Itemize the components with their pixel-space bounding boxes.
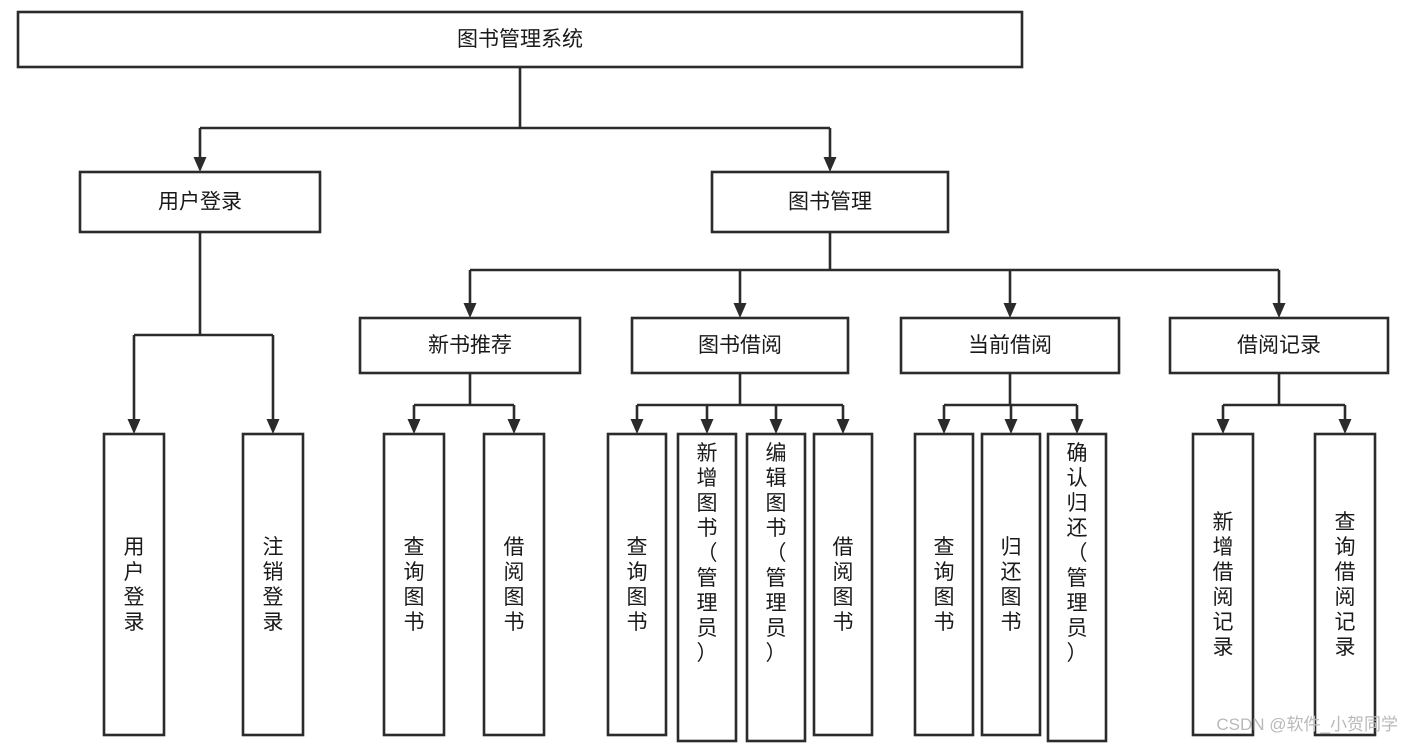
- node-leaf-rec-query-record-box[interactable]: [1313, 432, 1377, 737]
- connectors-layer: [127, 67, 1352, 434]
- arrow-head-icon: [836, 419, 850, 434]
- node-leaf-rec-add-record-label: 新增借阅记录: [1213, 511, 1234, 659]
- arrow-head-icon: [937, 419, 951, 434]
- arrow-head-icon: [733, 303, 747, 318]
- node-book-manage-box[interactable]: [710, 170, 950, 234]
- node-leaf-borrow-lend-book-label: 借阅图书: [833, 536, 854, 634]
- node-user-login-label: 用户登录: [158, 191, 242, 214]
- arrow-head-icon: [1070, 419, 1084, 434]
- node-leaf-user-login-box[interactable]: [102, 432, 166, 737]
- node-current-borrow-label: 当前借阅: [968, 334, 1052, 357]
- node-leaf-borrow-add-book-box[interactable]: [676, 432, 738, 743]
- node-current-borrow-box[interactable]: [899, 316, 1121, 375]
- node-leaf-borrow-edit-book[interactable]: 编辑图书（管理员）: [745, 432, 807, 743]
- node-book-borrow-label: 图书借阅: [698, 334, 782, 357]
- node-leaf-borrow-query-book-label: 查询图书: [627, 536, 648, 634]
- node-leaf-rec-borrow-book-box[interactable]: [482, 432, 546, 737]
- arrow-head-icon: [823, 157, 837, 172]
- node-leaf-cur-return-book-box[interactable]: [980, 432, 1042, 737]
- node-leaf-borrow-edit-book-box[interactable]: [745, 432, 807, 743]
- node-book-manage[interactable]: 图书管理: [710, 170, 950, 234]
- node-current-borrow[interactable]: 当前借阅: [899, 316, 1121, 375]
- node-new-book-rec-label: 新书推荐: [428, 334, 512, 357]
- node-leaf-user-logout-box[interactable]: [241, 432, 305, 737]
- arrow-head-icon: [507, 419, 521, 434]
- arrow-head-icon: [769, 419, 783, 434]
- node-leaf-cur-query-book-label: 查询图书: [934, 536, 955, 634]
- node-user-login-box[interactable]: [78, 170, 322, 234]
- node-leaf-user-logout-label: 注销登录: [263, 536, 284, 634]
- node-leaf-rec-borrow-book[interactable]: 借阅图书: [482, 432, 546, 737]
- node-leaf-borrow-edit-book-label: 编辑图书（管理员）: [766, 442, 787, 665]
- node-root[interactable]: 图书管理系统: [16, 10, 1024, 69]
- node-leaf-cur-query-book-box[interactable]: [913, 432, 975, 737]
- node-leaf-cur-return-book-label: 归还图书: [1001, 536, 1022, 634]
- node-leaf-rec-query-record[interactable]: 查询借阅记录: [1313, 432, 1377, 737]
- node-leaf-borrow-lend-book[interactable]: 借阅图书: [812, 432, 874, 737]
- arrow-head-icon: [193, 157, 207, 172]
- arrow-head-icon: [630, 419, 644, 434]
- arrow-head-icon: [127, 419, 141, 434]
- arrow-head-icon: [463, 303, 477, 318]
- node-leaf-rec-query-record-label: 查询借阅记录: [1335, 511, 1356, 659]
- arrow-head-icon: [1004, 419, 1018, 434]
- arrow-head-icon: [407, 419, 421, 434]
- node-leaf-user-logout[interactable]: 注销登录: [241, 432, 305, 737]
- node-borrow-record-label: 借阅记录: [1237, 334, 1321, 357]
- node-leaf-cur-confirm-return-box[interactable]: [1046, 432, 1108, 743]
- arrow-head-icon: [266, 419, 280, 434]
- node-leaf-borrow-query-book-box[interactable]: [606, 432, 668, 737]
- node-leaf-user-login[interactable]: 用户登录: [102, 432, 166, 737]
- node-book-borrow-box[interactable]: [630, 316, 850, 375]
- nodes-layer: 图书管理系统用户登录图书管理新书推荐图书借阅当前借阅借阅记录用户登录注销登录查询…: [16, 10, 1390, 743]
- node-leaf-borrow-add-book-label: 新增图书（管理员）: [697, 442, 718, 665]
- node-book-borrow[interactable]: 图书借阅: [630, 316, 850, 375]
- node-user-login[interactable]: 用户登录: [78, 170, 322, 234]
- node-root-box[interactable]: [16, 10, 1024, 69]
- csdn-watermark: CSDN @软件_小贺同学: [1216, 715, 1398, 734]
- arrow-head-icon: [1272, 303, 1286, 318]
- arrow-head-icon: [700, 419, 714, 434]
- arrow-head-icon: [1338, 419, 1352, 434]
- node-new-book-rec[interactable]: 新书推荐: [358, 316, 582, 375]
- node-leaf-rec-query-book-label: 查询图书: [404, 536, 425, 634]
- node-book-manage-label: 图书管理: [788, 191, 872, 214]
- node-leaf-rec-add-record[interactable]: 新增借阅记录: [1191, 432, 1255, 737]
- node-root-label: 图书管理系统: [457, 28, 583, 51]
- node-borrow-record[interactable]: 借阅记录: [1168, 316, 1390, 375]
- node-leaf-user-login-label: 用户登录: [124, 536, 145, 634]
- node-leaf-cur-confirm-return[interactable]: 确认归还（管理员）: [1046, 432, 1108, 743]
- node-leaf-borrow-query-book[interactable]: 查询图书: [606, 432, 668, 737]
- node-leaf-cur-query-book[interactable]: 查询图书: [913, 432, 975, 737]
- node-leaf-borrow-add-book[interactable]: 新增图书（管理员）: [676, 432, 738, 743]
- node-leaf-rec-query-book[interactable]: 查询图书: [382, 432, 446, 737]
- node-new-book-rec-box[interactable]: [358, 316, 582, 375]
- node-leaf-cur-return-book[interactable]: 归还图书: [980, 432, 1042, 737]
- node-leaf-cur-confirm-return-label: 确认归还（管理员）: [1067, 442, 1088, 665]
- node-leaf-rec-query-book-box[interactable]: [382, 432, 446, 737]
- node-leaf-rec-borrow-book-label: 借阅图书: [504, 536, 525, 634]
- arrow-head-icon: [1216, 419, 1230, 434]
- node-leaf-borrow-lend-book-box[interactable]: [812, 432, 874, 737]
- node-borrow-record-box[interactable]: [1168, 316, 1390, 375]
- node-leaf-rec-add-record-box[interactable]: [1191, 432, 1255, 737]
- arrow-head-icon: [1003, 303, 1017, 318]
